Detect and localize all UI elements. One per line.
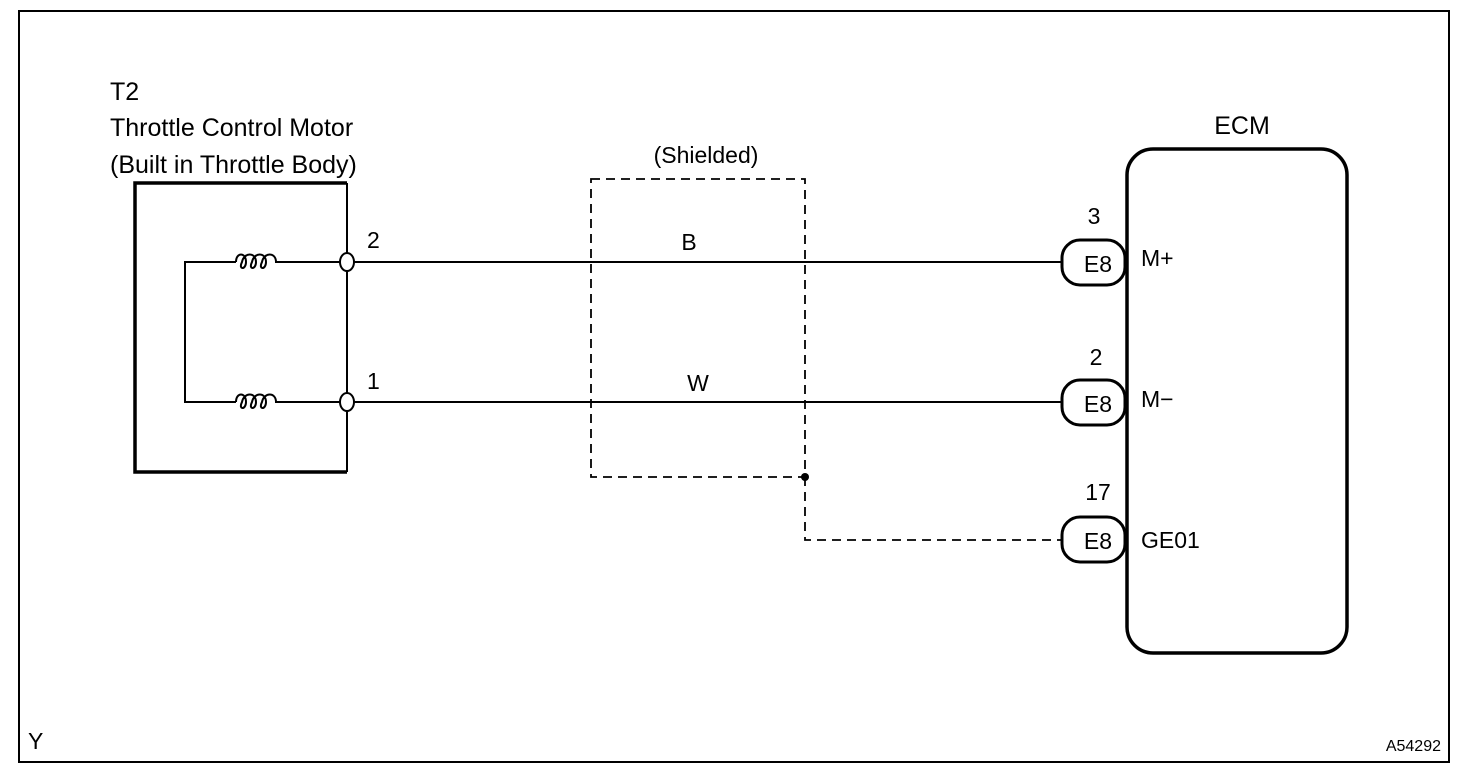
motor-code: T2 — [110, 78, 139, 106]
figure-id: A54292 — [1386, 738, 1441, 755]
wire-w-color: W — [687, 370, 709, 396]
ecm-pin-3: 3 — [1088, 203, 1101, 229]
motor-terminal-2-label: 2 — [367, 227, 380, 253]
connector-e8-m-plus — [1060, 238, 1127, 287]
motor-terminal-2 — [339, 252, 355, 272]
shield-box — [590, 178, 806, 478]
ecm-connector-m-plus: 3 E8 M+ — [1060, 203, 1174, 287]
connector-e8-m-plus-label: E8 — [1084, 251, 1112, 277]
motor-terminal-1-label: 1 — [367, 368, 380, 394]
motor-terminal-1 — [339, 392, 355, 412]
motor-name: Throttle Control Motor — [110, 114, 353, 142]
wires: B W — [354, 229, 1062, 403]
connector-e8-m-minus-label: E8 — [1084, 391, 1112, 417]
motor-location: (Built in Throttle Body) — [110, 151, 357, 179]
corner-mark: Y — [28, 728, 43, 754]
shield-drain-wire — [804, 477, 1062, 541]
connector-e8-ge01-label: E8 — [1084, 528, 1112, 554]
ecm-pin-2: 2 — [1090, 344, 1103, 370]
connector-e8-m-minus — [1060, 378, 1127, 427]
ecm-title: ECM — [1214, 112, 1270, 140]
coil-lower-icon — [235, 393, 278, 409]
ecm-connector-m-minus: 2 E8 M− — [1060, 344, 1174, 427]
ecm-signal-ge01: GE01 — [1141, 527, 1200, 553]
ecm-pin-17: 17 — [1085, 479, 1111, 505]
coil-upper-icon — [235, 253, 278, 269]
shield: (Shielded) — [590, 142, 1062, 541]
wire-b-color: B — [681, 229, 696, 255]
motor-internal-wire — [184, 261, 236, 403]
ecm-signal-m-minus: M− — [1141, 386, 1174, 412]
diagram-frame — [18, 10, 1450, 763]
ecm: ECM 3 E8 M+ 2 E8 M− 17 E8 GE01 — [1060, 112, 1349, 655]
throttle-control-motor: T2 Throttle Control Motor (Built in Thro… — [110, 78, 380, 474]
shield-label: (Shielded) — [654, 142, 759, 168]
ecm-box — [1125, 147, 1349, 655]
connector-e8-ge01 — [1060, 515, 1127, 564]
ecm-connector-ge01: 17 E8 GE01 — [1060, 479, 1200, 564]
motor-housing — [133, 181, 347, 474]
ecm-signal-m-plus: M+ — [1141, 245, 1174, 271]
